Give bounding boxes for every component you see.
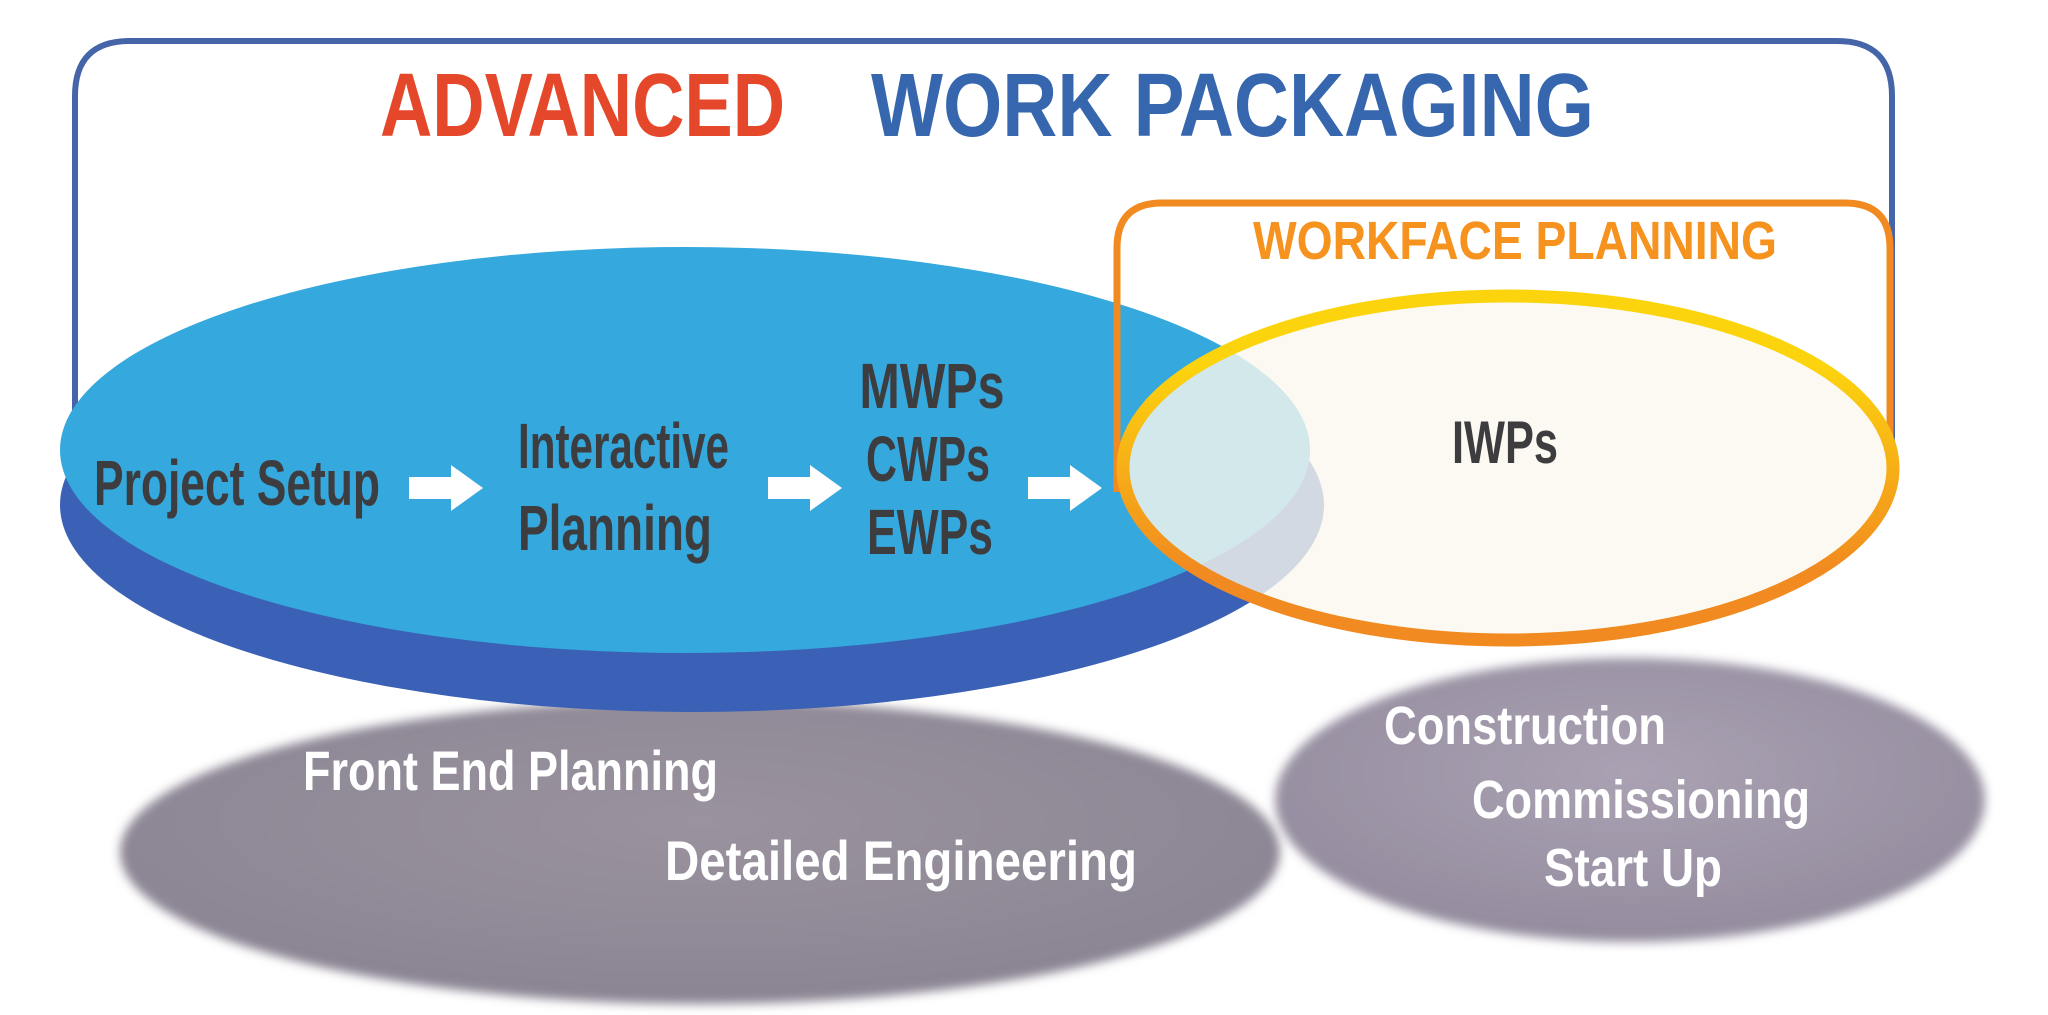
flow-arrow-icon (1028, 465, 1102, 511)
package-mwps: MWPs (860, 350, 1005, 422)
page-title-work-packaging: WORK PACKAGING (871, 56, 1594, 156)
flow-arrow-icon (409, 465, 483, 511)
workface-planning-title: WORKFACE PLANNING (1253, 211, 1777, 271)
flow-arrow-icon (768, 465, 842, 511)
workface-planning-frame (1113, 199, 1894, 492)
package-ewps: EWPs (867, 496, 993, 568)
flow-step-project-setup: Project Setup (94, 447, 380, 519)
execution-ellipse-left (120, 700, 1280, 1004)
awp-ellipse (60, 247, 1310, 653)
phase-construction: Construction (1384, 696, 1666, 756)
package-cwps: CWPs (866, 423, 990, 495)
execution-ellipse-right (1275, 658, 1985, 942)
phase-detailed-engineering: Detailed Engineering (665, 829, 1137, 892)
flow-step-planning: Planning (518, 492, 712, 564)
iwps-label: IWPs (1452, 409, 1558, 476)
iwps-ellipse (1116, 289, 1900, 647)
page-title-advanced: ADVANCED (380, 56, 785, 156)
phase-start-up: Start Up (1544, 838, 1722, 898)
flow-step-interactive: Interactive (518, 410, 729, 482)
phase-commissioning: Commissioning (1472, 770, 1810, 830)
awp-frame (72, 38, 1895, 462)
phase-front-end-planning: Front End Planning (303, 739, 718, 802)
